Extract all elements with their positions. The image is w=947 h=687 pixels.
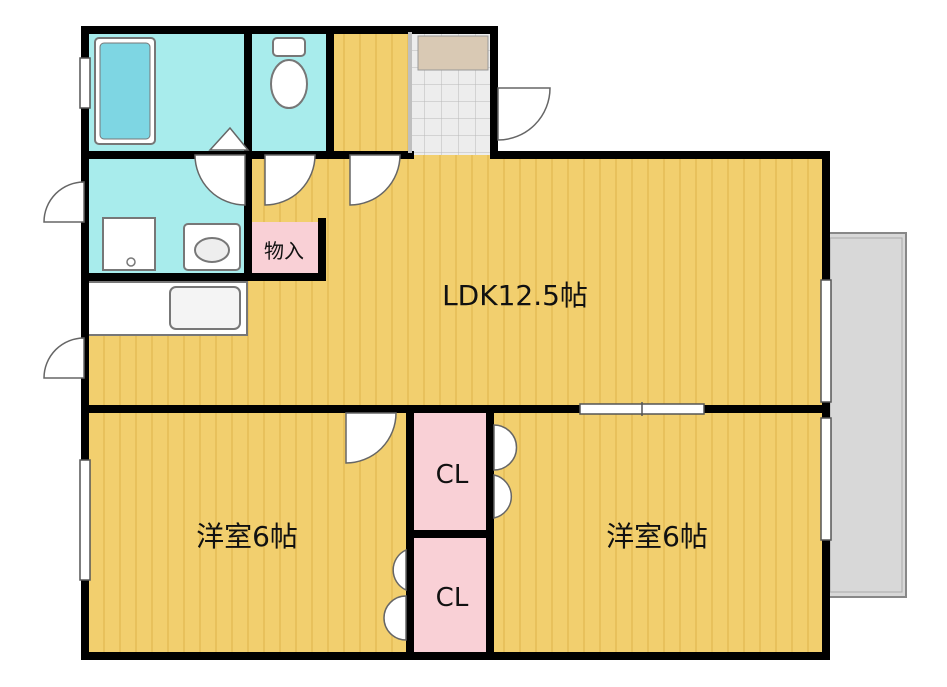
- western-left-label: 洋室6帖: [196, 520, 298, 553]
- kitchen-counter: [86, 281, 248, 336]
- closet-upper-label: CL: [436, 460, 469, 490]
- western-right-floor: [490, 409, 823, 656]
- bathtub-icon: [94, 37, 156, 145]
- hallway-floor: [330, 30, 412, 155]
- entrance-step: [417, 35, 489, 71]
- sink-icon: [169, 286, 241, 330]
- toilet-icon: [270, 37, 308, 109]
- closet-upper-floor: [410, 409, 490, 534]
- storage-floor: [248, 222, 318, 273]
- storage-label: 物入: [264, 239, 304, 263]
- hall-entrance-divider: [408, 32, 412, 153]
- floors: [85, 30, 823, 656]
- door-swing-icon: [43, 87, 551, 641]
- balcony: [825, 232, 907, 598]
- ldk-label: LDK12.5帖: [442, 279, 588, 312]
- washing-machine-pan: [102, 217, 156, 271]
- closet-lower-label: CL: [436, 583, 469, 613]
- western-right-label: 洋室6帖: [606, 520, 708, 553]
- window-icon: [79, 57, 832, 581]
- washbasin-icon: [183, 223, 241, 271]
- closet-lower-floor: [410, 534, 490, 656]
